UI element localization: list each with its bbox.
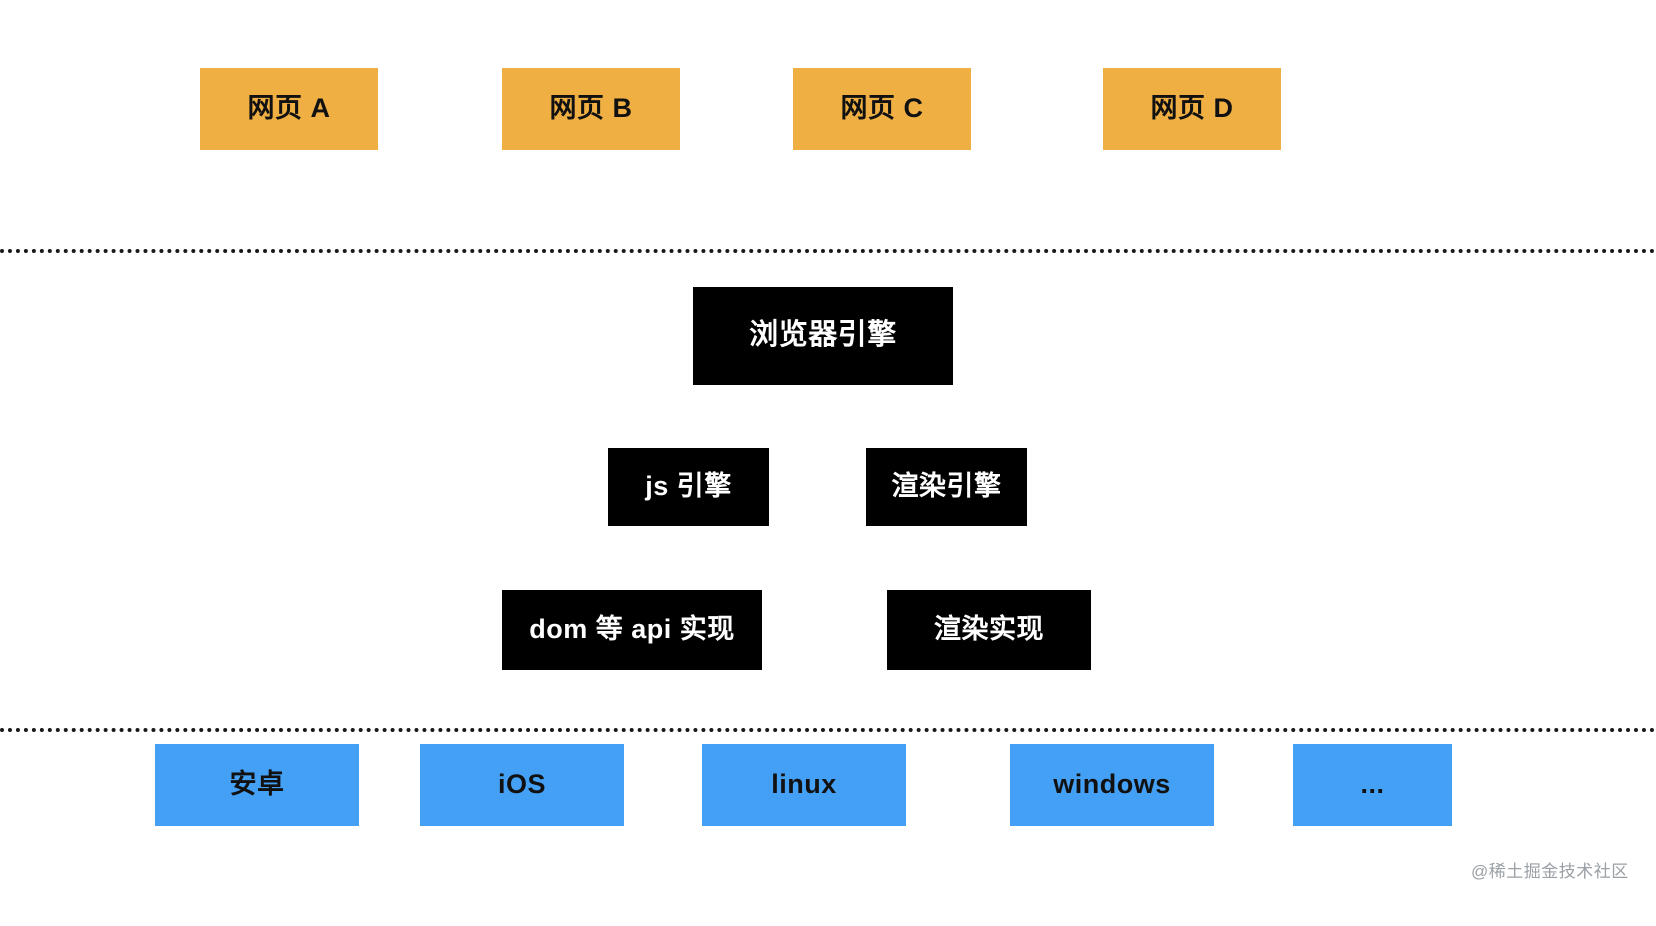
node-os-more: ... bbox=[1293, 744, 1452, 826]
node-web-page-d: 网页 D bbox=[1103, 68, 1281, 150]
node-browser-engine: 浏览器引擎 bbox=[693, 287, 953, 385]
node-os-ios: iOS bbox=[420, 744, 624, 826]
node-label: dom 等 api 实现 bbox=[529, 614, 735, 645]
node-label: js 引擎 bbox=[645, 471, 732, 502]
node-label: 网页 A bbox=[247, 93, 331, 124]
node-label: 网页 D bbox=[1150, 93, 1234, 124]
node-render-impl: 渲染实现 bbox=[887, 590, 1091, 670]
watermark: @稀土掘金技术社区 bbox=[1471, 862, 1629, 881]
node-render-engine: 渲染引擎 bbox=[866, 448, 1027, 526]
node-label: 渲染实现 bbox=[934, 614, 1044, 645]
node-os-linux: linux bbox=[702, 744, 906, 826]
node-web-page-c: 网页 C bbox=[793, 68, 971, 150]
node-dom-api-impl: dom 等 api 实现 bbox=[502, 590, 762, 670]
node-label: 渲染引擎 bbox=[891, 471, 1002, 502]
node-label: linux bbox=[771, 769, 837, 800]
node-label: ... bbox=[1360, 769, 1385, 800]
divider-engine-os bbox=[0, 728, 1656, 732]
node-os-android: 安卓 bbox=[155, 744, 359, 826]
node-label: 网页 C bbox=[840, 93, 924, 124]
node-web-page-b: 网页 B bbox=[502, 68, 680, 150]
node-label: iOS bbox=[497, 769, 546, 800]
node-os-windows: windows bbox=[1010, 744, 1214, 826]
node-label: 浏览器引擎 bbox=[749, 319, 897, 352]
node-label: windows bbox=[1053, 769, 1171, 800]
node-label: 安卓 bbox=[229, 769, 285, 800]
node-web-page-a: 网页 A bbox=[200, 68, 378, 150]
node-js-engine: js 引擎 bbox=[608, 448, 769, 526]
divider-pages-engine bbox=[0, 249, 1656, 253]
node-label: 网页 B bbox=[549, 93, 633, 124]
